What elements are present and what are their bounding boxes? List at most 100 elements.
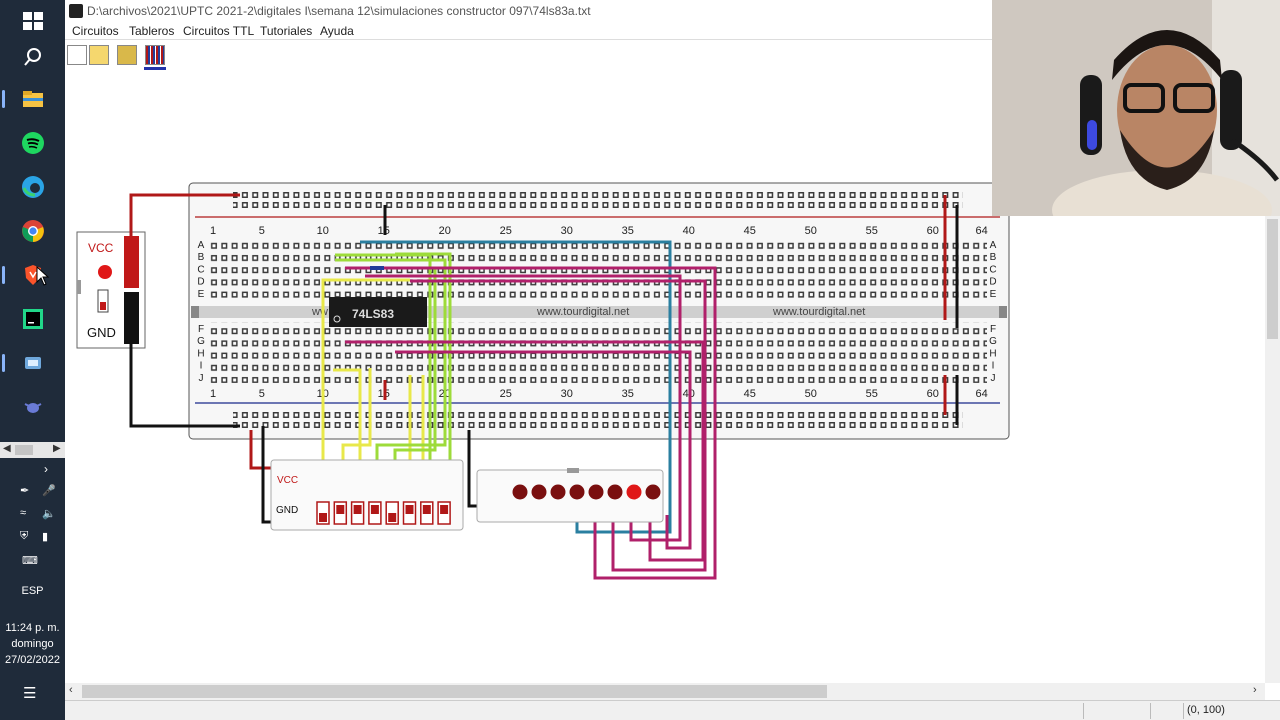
language-indicator[interactable]: ESP xyxy=(21,585,44,597)
clock-day: domingo xyxy=(11,638,54,650)
wire-yellow-1[interactable] xyxy=(321,278,410,465)
scroll-right-arrow-icon[interactable]: › xyxy=(1253,684,1257,696)
new-file-icon[interactable] xyxy=(67,45,87,65)
webcam-person-image xyxy=(992,0,1280,216)
windows-start-icon[interactable] xyxy=(16,4,50,38)
taskbar-clock[interactable]: 11:24 p. m. domingo 27/02/2022 xyxy=(0,620,65,668)
horizontal-scroll-thumb[interactable] xyxy=(82,685,827,698)
app-icon xyxy=(69,4,83,18)
led-on xyxy=(626,484,642,500)
dip-switch-lever xyxy=(388,513,397,522)
led-off xyxy=(569,484,585,500)
volume-icon[interactable]: 🔈 xyxy=(42,508,56,520)
row-letter: D xyxy=(989,277,996,288)
clock-date: 27/02/2022 xyxy=(4,654,61,666)
circuit-drawing[interactable]: ww www.tourdigital.net www.tourdigital.n… xyxy=(65,70,1280,682)
power-led xyxy=(98,265,112,279)
gnd-terminal[interactable] xyxy=(124,292,139,344)
spotify-icon[interactable] xyxy=(16,126,50,160)
dip-switch-lever xyxy=(336,505,345,514)
wire-green-1[interactable] xyxy=(335,258,447,465)
file-explorer-icon[interactable] xyxy=(2,82,50,116)
scroll-left-arrow-icon[interactable]: ‹ xyxy=(69,684,73,696)
vertical-scrollbar[interactable] xyxy=(1265,215,1280,683)
row-letter: J xyxy=(991,373,996,384)
row-letter: J xyxy=(199,373,204,384)
edge-browser-icon[interactable] xyxy=(16,170,50,204)
microphone-icon[interactable]: 🎤 xyxy=(42,485,56,497)
row-letter: B xyxy=(990,252,997,263)
bottom-power-rail[interactable] xyxy=(233,408,963,430)
status-separator xyxy=(1083,703,1084,719)
column-number: 1 xyxy=(210,388,216,400)
wire-yellow-2[interactable] xyxy=(341,368,372,465)
column-number: 20 xyxy=(439,225,451,237)
chip-label: 74LS83 xyxy=(352,307,394,321)
bug-app-icon[interactable] xyxy=(16,390,50,424)
wire-gnd[interactable] xyxy=(129,344,240,428)
column-number: 25 xyxy=(500,388,512,400)
chevron-up-icon[interactable]: › xyxy=(44,462,48,476)
column-number: 1 xyxy=(210,225,216,237)
wire-green-4[interactable] xyxy=(395,252,452,465)
keyboard-icon[interactable]: ⌨ xyxy=(22,555,38,567)
pycharm-icon[interactable] xyxy=(16,302,50,336)
led-off xyxy=(550,484,566,500)
column-number: 50 xyxy=(805,225,817,237)
search-icon[interactable] xyxy=(16,40,50,74)
chip-74ls83[interactable] xyxy=(329,297,427,327)
watermark-3: www.tourdigital.net xyxy=(772,306,865,318)
channel-clip-left xyxy=(191,306,199,318)
row-letter: E xyxy=(990,289,997,300)
component-icon[interactable] xyxy=(145,45,165,65)
led-row xyxy=(512,484,661,500)
wire-magenta-4[interactable] xyxy=(345,340,705,562)
dip-switches[interactable] xyxy=(316,501,451,525)
switch-vcc-label: VCC xyxy=(277,475,298,486)
menu-circuitos-ttl[interactable]: Circuitos TTL xyxy=(183,24,255,38)
notifications-icon[interactable]: ☰ xyxy=(23,685,37,702)
vcc-terminal[interactable] xyxy=(124,236,139,288)
column-number: 5 xyxy=(259,388,265,400)
column-number: 64 xyxy=(975,388,987,400)
column-number: 35 xyxy=(622,225,634,237)
scroll-thumb[interactable] xyxy=(15,445,33,455)
wire-magenta-2[interactable] xyxy=(365,274,682,542)
wire-yellow-3[interactable] xyxy=(333,368,362,465)
scroll-right-icon[interactable]: ▶ xyxy=(53,443,61,454)
wifi-icon[interactable]: ≈ xyxy=(20,507,27,519)
wire-magenta-3[interactable] xyxy=(410,279,707,572)
wire-vcc[interactable] xyxy=(129,193,240,236)
open-folder-icon[interactable] xyxy=(89,45,109,65)
horizontal-scrollbar[interactable]: ‹ › xyxy=(65,683,1265,700)
menu-circuitos[interactable]: Circuitos xyxy=(72,24,119,38)
row-letter: C xyxy=(197,264,204,275)
top-power-rail[interactable] xyxy=(233,190,963,212)
pen-icon[interactable]: ✒ xyxy=(20,485,30,497)
status-separator xyxy=(1150,703,1151,719)
workspace-canvas[interactable]: ww www.tourdigital.net www.tourdigital.n… xyxy=(65,70,1280,682)
save-icon[interactable] xyxy=(117,45,137,65)
menu-tableros[interactable]: Tableros xyxy=(129,24,175,38)
status-separator xyxy=(1183,703,1184,719)
vertical-scroll-thumb[interactable] xyxy=(1267,219,1278,339)
taskbar-scrollbar[interactable]: ◀ ▶ xyxy=(0,442,65,458)
scroll-left-icon[interactable]: ◀ xyxy=(3,443,11,454)
battery-icon[interactable]: ▮ xyxy=(42,531,49,543)
row-letter: G xyxy=(197,336,205,347)
shield-icon[interactable]: ⛨ xyxy=(20,530,29,542)
row-letter: F xyxy=(990,324,996,335)
wire-magenta-1[interactable] xyxy=(345,266,717,580)
power-switch[interactable] xyxy=(97,289,109,313)
watermark-2: www.tourdigital.net xyxy=(536,306,629,318)
vcc-label: VCC xyxy=(88,241,114,255)
dip-switch-lever xyxy=(370,505,379,514)
wire-magenta-5[interactable] xyxy=(395,350,692,550)
chrome-icon[interactable] xyxy=(16,214,50,248)
menu-tutoriales[interactable]: Tutoriales xyxy=(260,24,313,38)
wire-blue[interactable] xyxy=(360,240,672,534)
menu-ayuda[interactable]: Ayuda xyxy=(320,24,354,38)
circuit-simulator-icon[interactable] xyxy=(2,346,50,380)
